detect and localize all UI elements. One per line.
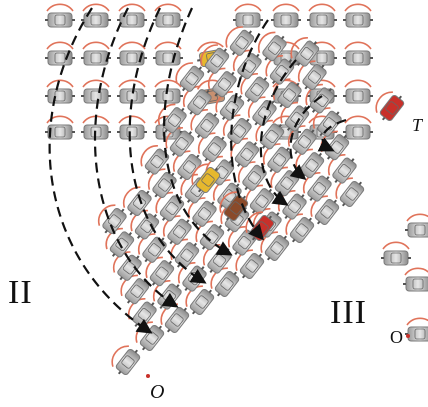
wedge-unit-icon — [235, 249, 265, 280]
wedge-unit-icon — [130, 209, 160, 240]
wedge-unit-icon — [248, 96, 277, 127]
wedge-unit-icon — [195, 220, 225, 251]
wedge-unit-icon — [273, 78, 302, 109]
grid-unit-icon — [233, 3, 263, 28]
secondary-group — [381, 213, 428, 342]
trajectory-arrow-icon — [93, 7, 179, 308]
wedge-unit-icon — [305, 83, 335, 114]
grid-unit-icon — [343, 79, 373, 104]
grid-unit-icon — [45, 115, 75, 140]
wedge-unit-icon — [148, 168, 177, 199]
trajectory-arrow-icon — [48, 7, 153, 334]
trajectory-arrow-icon — [163, 7, 233, 256]
unit-wedge — [98, 26, 405, 378]
wedge-unit-icon — [173, 150, 202, 181]
region-label-iii: III — [330, 294, 367, 331]
grid-unit-icon — [117, 115, 147, 140]
wedge-unit-icon — [258, 31, 287, 62]
wedge-unit-icon — [288, 125, 317, 155]
wedge-unit-icon — [298, 60, 327, 91]
wedge-unit-icon — [290, 37, 320, 67]
side-unit-icon — [405, 317, 428, 342]
wedge-unit-icon — [200, 44, 230, 74]
trajectory-arrow-icon — [317, 118, 347, 152]
highlight-unit-icon — [219, 191, 249, 222]
grid-unit-icon — [81, 3, 111, 28]
wedge-unit-icon — [190, 109, 220, 139]
wedge-unit-icon — [98, 204, 127, 235]
wedge-unit-icon — [165, 127, 195, 157]
trajectory-arrow-icon — [289, 95, 323, 180]
grid-unit-icon — [343, 41, 373, 66]
wedge-unit-icon — [210, 267, 240, 298]
trajectory-arrow-icon — [259, 59, 297, 206]
wedge-unit-icon — [183, 85, 212, 116]
wedge-unit-icon — [175, 62, 205, 92]
wedge-unit-icon — [215, 91, 245, 121]
grid-unit-icon — [45, 3, 75, 28]
side-unit-icon — [405, 213, 428, 238]
wedge-unit-icon — [188, 197, 217, 227]
wedge-unit-icon — [163, 215, 192, 245]
highlight-unit-icon — [375, 91, 405, 122]
side-unit-icon — [403, 267, 428, 292]
side-unit-icon — [381, 241, 411, 266]
wedge-unit-icon — [145, 256, 175, 287]
wedge-unit-icon — [105, 227, 135, 258]
wedge-unit-icon — [335, 177, 365, 208]
wedge-unit-icon — [240, 73, 270, 103]
grid-unit-icon — [271, 3, 301, 28]
wedge-unit-icon — [310, 195, 340, 226]
grid-unit-icon — [45, 79, 75, 104]
highlight-unit-icon — [191, 163, 221, 194]
wedge-unit-icon — [138, 233, 167, 263]
grid-unit-icon — [153, 79, 183, 104]
wedge-unit-icon — [303, 172, 332, 202]
wedge-unit-icon — [158, 103, 187, 134]
wedge-unit-icon — [238, 161, 267, 191]
wedge-unit-icon — [170, 238, 200, 269]
wedge-unit-icon — [313, 107, 342, 137]
wedge-unit-icon — [265, 55, 295, 85]
wedge-unit-icon — [185, 285, 215, 316]
trajectory-arrows — [48, 7, 347, 334]
wedge-unit-icon — [160, 303, 190, 334]
grid-unit-icon — [81, 79, 111, 104]
wedge-unit-icon — [208, 67, 237, 98]
origin-label-secondary: O — [390, 327, 403, 347]
wedge-unit-icon — [198, 132, 227, 163]
wedge-unit-icon — [260, 231, 290, 262]
origin-label: O — [150, 381, 165, 403]
wedge-unit-icon — [255, 119, 285, 150]
corner-label: T — [412, 115, 423, 135]
trajectory-arrow-icon — [128, 7, 207, 284]
wedge-unit-icon — [263, 143, 292, 173]
grid-unit-icon — [153, 3, 183, 28]
origin-unit-icon — [111, 345, 141, 376]
wedge-unit-icon — [285, 213, 315, 244]
wedge-unit-icon — [230, 137, 260, 168]
wedge-unit-icon — [225, 26, 255, 56]
grid-unit-icon — [343, 115, 373, 140]
grid-unit-icon — [45, 41, 75, 66]
wedge-unit-icon — [328, 154, 357, 184]
grid-unit-icon — [117, 41, 147, 66]
region-label-ii: II — [8, 274, 33, 311]
grid-unit-icon — [117, 3, 147, 28]
grid-unit-icon — [307, 3, 337, 28]
wedge-unit-icon — [113, 251, 142, 281]
grid-unit-icon — [343, 3, 373, 28]
wedge-unit-icon — [120, 274, 150, 305]
